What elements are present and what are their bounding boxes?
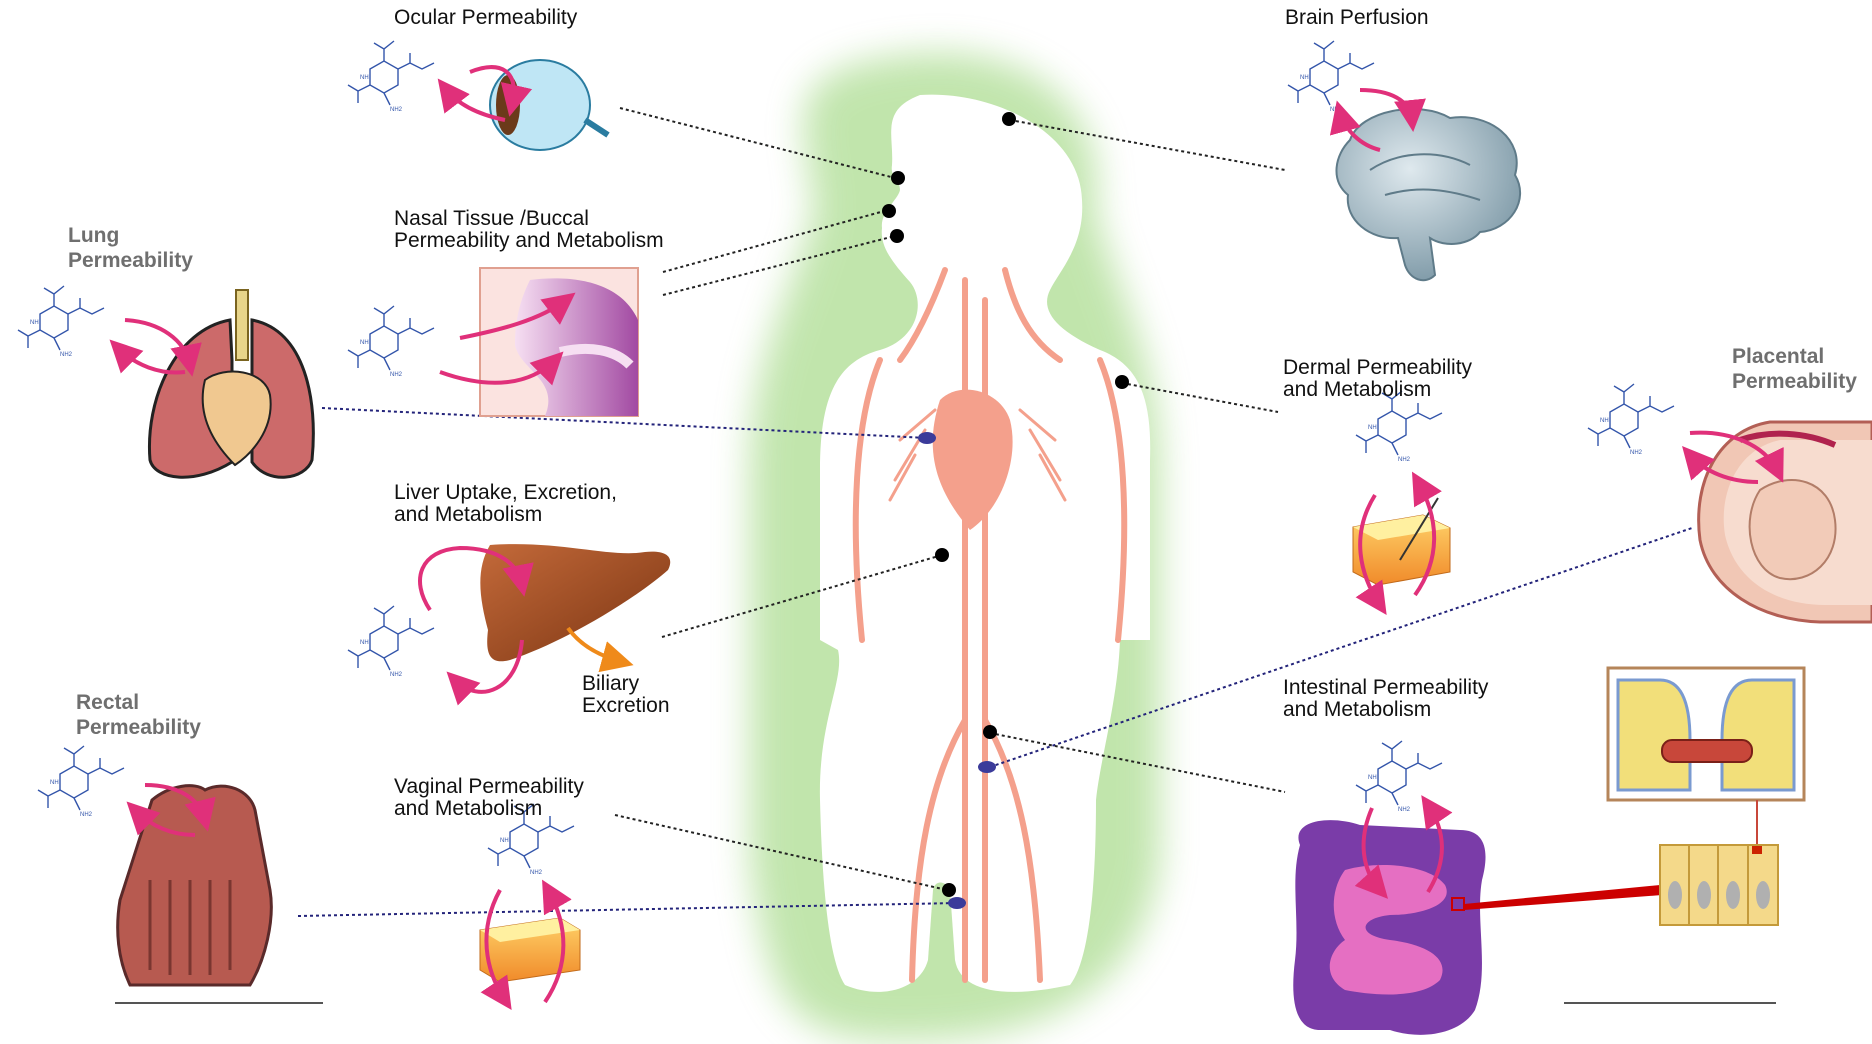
rectal-module <box>38 746 271 985</box>
placental-module <box>1588 384 1872 622</box>
molecule-structure-icon <box>1356 391 1442 463</box>
enterocyte-icon <box>1660 845 1778 925</box>
fetus-uterus-icon <box>1699 422 1872 622</box>
vagina-dot <box>942 883 956 897</box>
tight-junction-icon <box>1662 740 1752 762</box>
intestine-dot <box>983 725 997 739</box>
vaginal-module <box>480 804 580 1002</box>
enterocyte-inset <box>1608 668 1804 925</box>
placental-label: Placental Permeability <box>1732 344 1857 394</box>
vaginal-label: Vaginal Permeability and Metabolism <box>394 776 584 820</box>
ocular-label: Ocular Permeability <box>394 7 577 29</box>
eye-dot <box>891 171 905 185</box>
brain-module <box>1288 41 1520 280</box>
molecule-structure-icon <box>348 41 434 113</box>
liver-label: Liver Uptake, Excretion, and Metabolism <box>394 482 617 526</box>
ocular-module <box>348 41 608 150</box>
molecule-structure-icon <box>18 286 104 358</box>
zoom-wedge <box>1464 885 1662 910</box>
lungs-icon <box>149 290 313 477</box>
molecule-structure-icon <box>348 606 434 678</box>
molecule-structure-icon <box>1288 41 1374 113</box>
lung-module <box>18 286 313 477</box>
nasal-label: Nasal Tissue /Buccal Permeability and Me… <box>394 208 664 252</box>
liver-module <box>348 544 670 692</box>
skin-dot <box>1115 375 1129 389</box>
liver-dot <box>935 548 949 562</box>
brain-icon <box>1336 109 1520 280</box>
brain-label: Brain Perfusion <box>1285 7 1429 29</box>
intestinal-label: Intestinal Permeability and Metabolism <box>1283 677 1488 721</box>
molecule-structure-icon <box>1588 384 1674 456</box>
uterus-dot <box>978 761 996 773</box>
dermal-label: Dermal Permeability and Metabolism <box>1283 357 1472 401</box>
molecule-structure-icon <box>348 306 434 378</box>
brain-dot <box>1002 112 1016 126</box>
rectum-dot <box>948 897 966 909</box>
lung-dot <box>918 432 936 444</box>
nasal-module <box>348 268 638 416</box>
intestine-icon <box>1293 820 1485 1035</box>
molecule-structure-icon <box>1356 741 1442 813</box>
rectal-label: Rectal Permeability <box>76 690 201 740</box>
nose-dot <box>882 204 896 218</box>
biliary-arrow <box>568 628 622 662</box>
mouth-dot <box>890 229 904 243</box>
dermal-module <box>1353 391 1450 605</box>
lung-label: Lung Permeability <box>68 223 193 273</box>
biliary-label: Biliary Excretion <box>582 673 670 717</box>
molecule-structure-icon <box>38 746 124 818</box>
